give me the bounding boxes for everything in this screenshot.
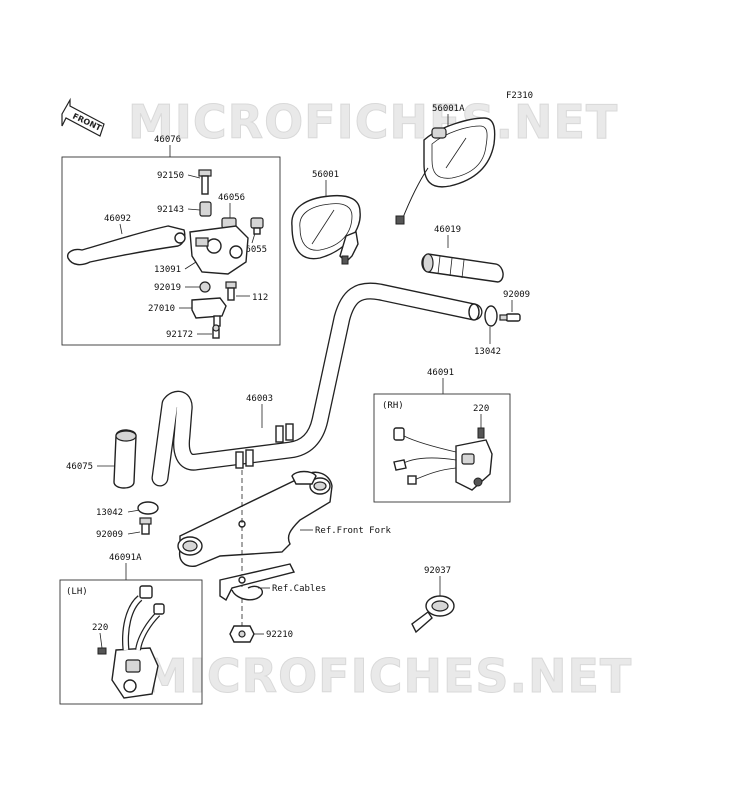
- cable-bracket-icon: [219, 563, 296, 602]
- label-46076: 46076: [154, 135, 181, 145]
- label-13042a: 13042: [474, 347, 501, 357]
- fork-bracket-icon: [177, 470, 333, 567]
- watermark-bottom: MICROFICHES.NET: [142, 649, 632, 703]
- label-46056: 46056: [218, 193, 245, 203]
- front-arrow-icon: FRONT: [61, 97, 105, 137]
- mirror-56001-icon: [291, 194, 361, 265]
- label-112: 112: [252, 293, 268, 303]
- bolt-112-icon: [225, 281, 237, 301]
- bolt-92009-right-icon: [499, 313, 521, 322]
- label-46019: 46019: [434, 225, 461, 235]
- nut-92210-icon: [229, 625, 255, 643]
- rh-switch-box: [373, 393, 511, 503]
- label-13042b: 13042: [96, 508, 123, 518]
- label-92019: 92019: [154, 283, 181, 293]
- throttle-grip-46019-icon: [421, 253, 504, 283]
- label-220a: 220: [473, 404, 489, 414]
- nut-92019-icon: [199, 281, 211, 293]
- label-92172: 92172: [166, 330, 193, 340]
- label-46092: 46092: [104, 214, 131, 224]
- label-92143: 92143: [157, 205, 184, 215]
- screw-46055-icon: [250, 217, 264, 235]
- clutch-lever-box: [61, 156, 281, 346]
- grip-46075-icon: [113, 429, 137, 489]
- label-46055: 46055: [240, 245, 267, 255]
- label-92210: 92210: [266, 630, 293, 640]
- clutch-lever-46092-icon: [67, 225, 186, 266]
- label-46003: 46003: [246, 394, 273, 404]
- collar-92143-icon: [199, 201, 212, 217]
- lh-switch-46091A-icon: [111, 585, 165, 699]
- label-lh: (LH): [66, 587, 88, 597]
- clamp-92037-icon: [411, 595, 455, 634]
- watermark-top: MICROFICHES.NET: [128, 95, 618, 149]
- weight-13042-right-icon: [484, 305, 498, 327]
- label-92009b: 92009: [96, 530, 123, 540]
- mirror-56001A-icon: [395, 117, 496, 225]
- bolt-92009-left-icon: [139, 517, 152, 535]
- label-rh: (RH): [382, 401, 404, 411]
- bolt-92150-icon: [198, 169, 212, 195]
- label-13091: 13091: [154, 265, 181, 275]
- label-46075: 46075: [66, 462, 93, 472]
- rh-switch-46091-icon: [393, 427, 493, 491]
- lever-holder-13091-icon: [189, 225, 249, 275]
- label-46091: 46091: [427, 368, 454, 378]
- label-56001: 56001: [312, 170, 339, 180]
- lh-switch-box: [59, 579, 203, 705]
- weight-13042-left-icon: [137, 501, 159, 515]
- label-92150: 92150: [157, 171, 184, 181]
- screw-92172-icon: [212, 324, 220, 339]
- label-27010: 27010: [148, 304, 175, 314]
- label-46091A: 46091A: [109, 553, 142, 563]
- label-56001A: 56001A: [432, 104, 465, 114]
- switch-27010-icon: [191, 297, 227, 327]
- label-ref-front-fork: Ref.Front Fork: [315, 526, 391, 536]
- label-92037: 92037: [424, 566, 451, 576]
- label-ref-cables: Ref.Cables: [272, 584, 326, 594]
- figure-code: F2310: [506, 91, 533, 101]
- handlebar-46003-icon: [151, 282, 483, 487]
- screw-220-lh-icon: [97, 647, 107, 655]
- label-220b: 220: [92, 623, 108, 633]
- label-92009a: 92009: [503, 290, 530, 300]
- screw-220-rh-icon: [477, 427, 485, 439]
